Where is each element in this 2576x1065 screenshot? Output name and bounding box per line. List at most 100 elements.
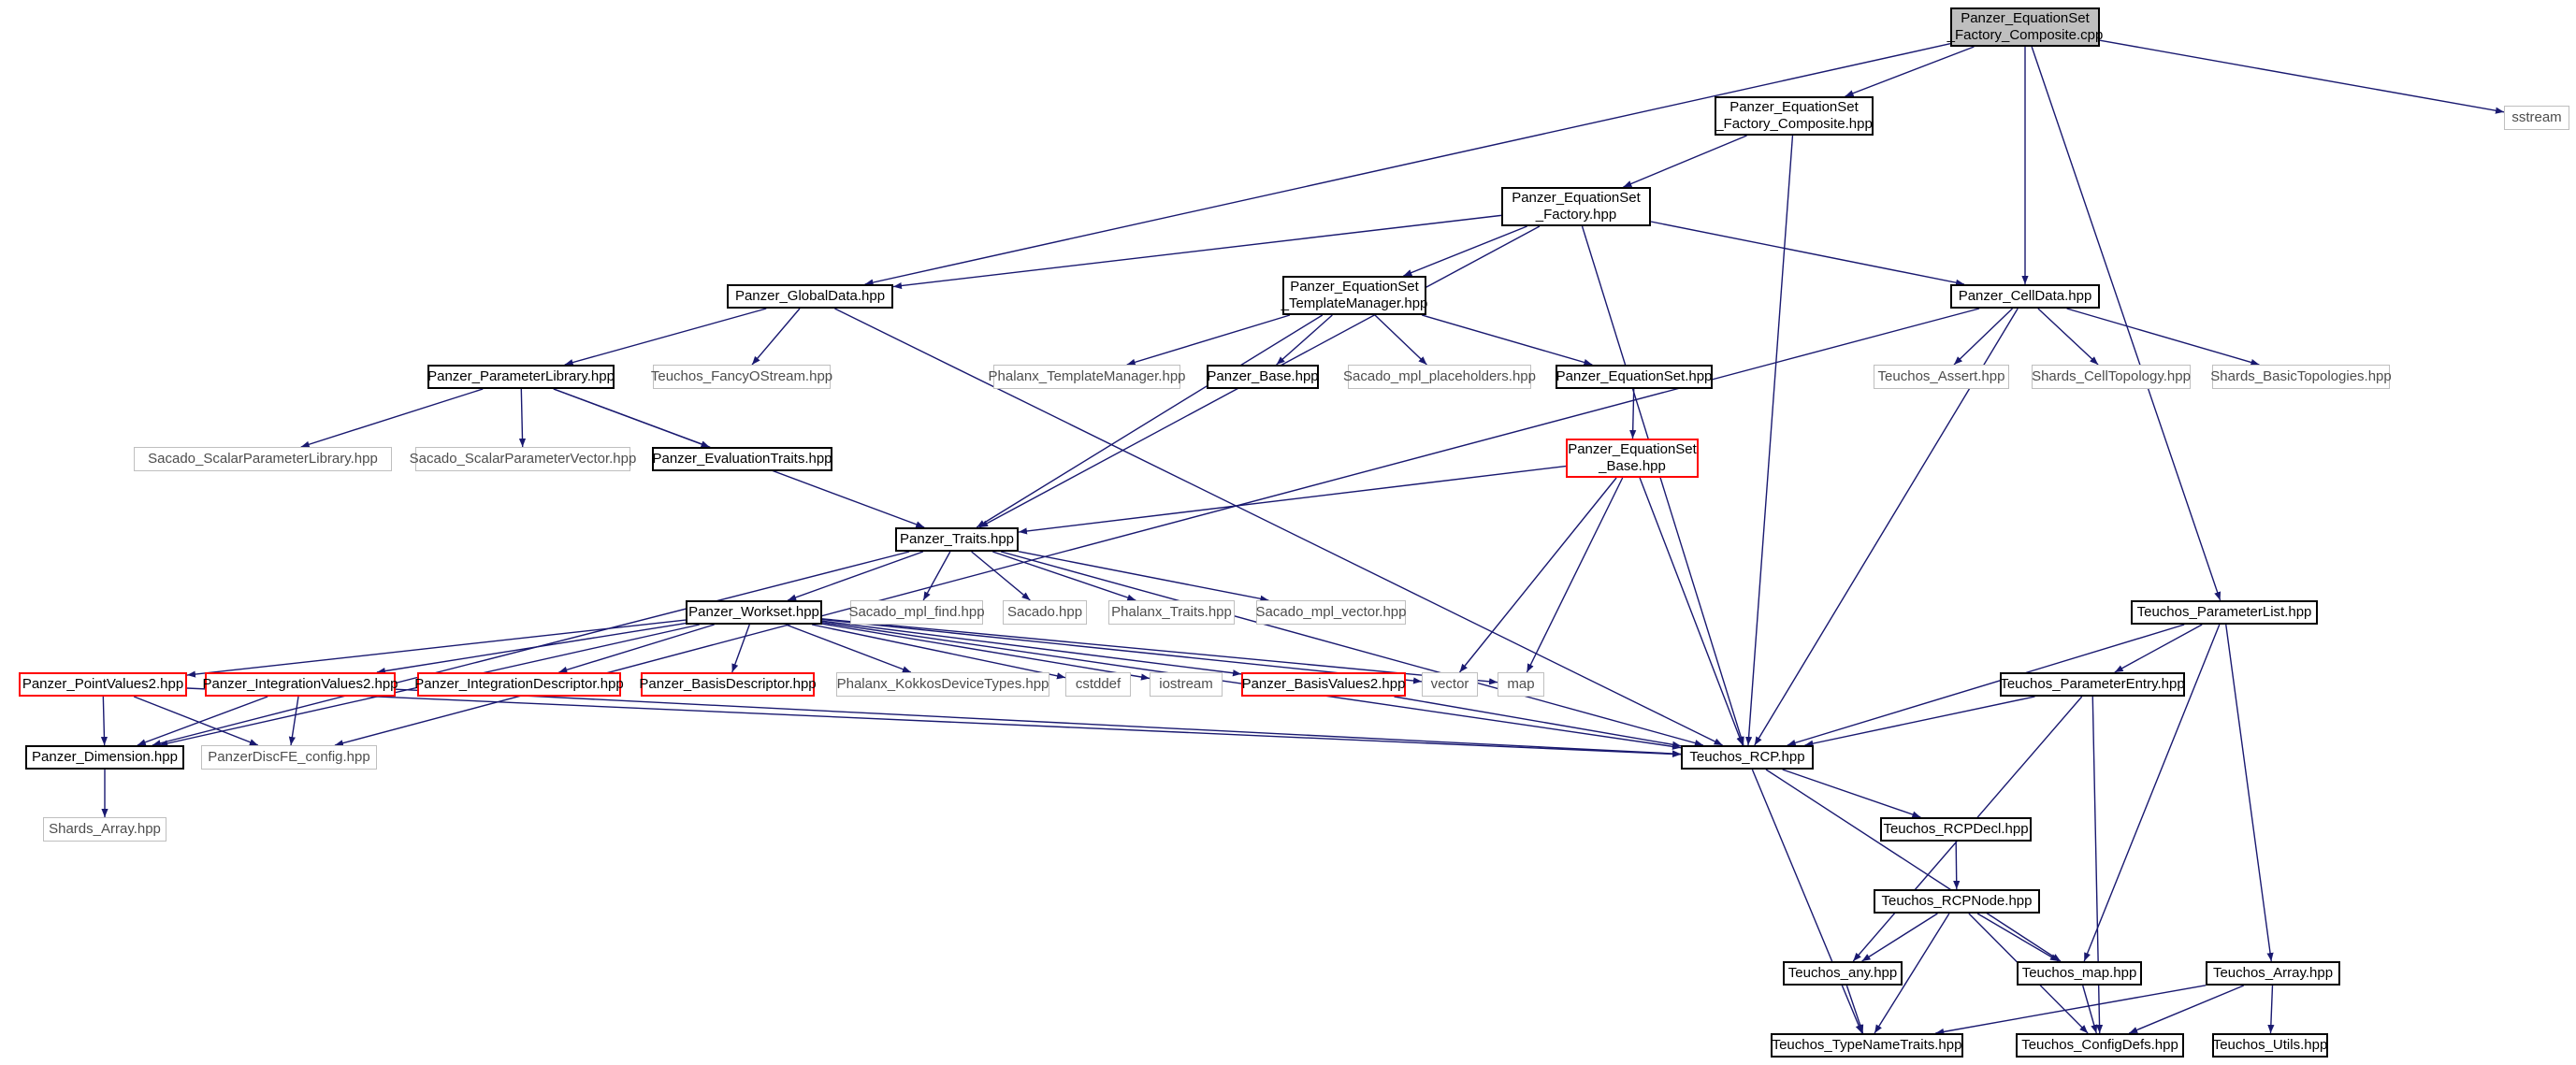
- edge-root-to-plist: [2031, 46, 2221, 601]
- edge-eqsetbase-to-vector: [1458, 477, 1617, 673]
- edge-tmplmgr-to-phx_tm: [1126, 314, 1291, 366]
- node-panzer-equationset-factory-composite-hpp[interactable]: Panzer_EquationSet _Factory_Composite.hp…: [1715, 96, 1874, 136]
- edge-eqsetbase-to-map: [1526, 477, 1624, 673]
- node-teuchos-map-hpp[interactable]: Teuchos_map.hpp: [2017, 961, 2142, 986]
- node-teuchos-fancyostream-hpp: Teuchos_FancyOStream.hpp: [651, 365, 832, 389]
- node-teuchos-rcp-hpp[interactable]: Teuchos_RCP.hpp: [1681, 745, 1814, 770]
- edge-paramlib-to-scalarvec: [518, 388, 527, 448]
- edge-traits-to-mplfind: [922, 551, 951, 601]
- node-teuchos-parameterlist-hpp[interactable]: Teuchos_ParameterList.hpp: [2131, 600, 2318, 625]
- node-vector: vector: [1422, 672, 1478, 697]
- node-iostream: iostream: [1150, 672, 1223, 697]
- edge-workset-to-basisvals: [821, 620, 1242, 677]
- node-panzer-integrationvalues2-hpp[interactable]: Panzer_IntegrationValues2.hpp: [202, 672, 398, 697]
- node-panzer-parameterlibrary-hpp[interactable]: Panzer_ParameterLibrary.hpp: [427, 365, 615, 389]
- edge-traits-to-phxtraits: [992, 551, 1136, 601]
- node-sacado-scalarparametervector-hpp: Sacado_ScalarParameterVector.hpp: [410, 447, 636, 471]
- node-shards-basictopologies-hpp: Shards_BasicTopologies.hpp: [2210, 365, 2392, 389]
- node-sacado-mpl-placeholders-hpp: Sacado_mpl_placeholders.hpp: [1343, 365, 1536, 389]
- edge-comp_hpp-to-factory: [1623, 135, 1747, 188]
- edge-workset-to-intdesc: [558, 624, 715, 673]
- node-teuchos-parameterentry-hpp[interactable]: Teuchos_ParameterEntry.hpp: [2000, 672, 2185, 697]
- node-panzer-basisvalues2-hpp[interactable]: Panzer_BasisValues2.hpp: [1241, 672, 1406, 697]
- node-panzer-basisdescriptor-hpp[interactable]: Panzer_BasisDescriptor.hpp: [639, 672, 817, 697]
- edge-tmplmgr-to-eqset: [1421, 314, 1593, 366]
- node-panzer-workset-hpp[interactable]: Panzer_Workset.hpp: [686, 600, 822, 625]
- edge-workset-to-kokkos: [785, 624, 912, 673]
- node-phalanx-kokkosdevicetypes-hpp: Phalanx_KokkosDeviceTypes.hpp: [836, 672, 1049, 697]
- edge-celldata-to-celltopo: [2037, 308, 2099, 366]
- node-teuchos-assert-hpp: Teuchos_Assert.hpp: [1874, 365, 2009, 389]
- node-sacado-mpl-find-hpp: Sacado_mpl_find.hpp: [848, 600, 985, 625]
- edge-root-to-sstream: [2099, 39, 2505, 114]
- node-teuchos-rcpnode-hpp[interactable]: Teuchos_RCPNode.hpp: [1874, 889, 2040, 914]
- node-teuchos-any-hpp[interactable]: Teuchos_any.hpp: [1783, 961, 1903, 986]
- edge-globaldata-to-rcp: [834, 308, 1723, 746]
- edge-plist-to-tmap: [2083, 624, 2221, 962]
- edge-workset-to-iostream: [821, 623, 1151, 681]
- node-panzer-dimension-hpp[interactable]: Panzer_Dimension.hpp: [25, 745, 184, 770]
- node-phalanx-traits-hpp: Phalanx_Traits.hpp: [1108, 600, 1235, 625]
- node-teuchos-typenametraits-hpp[interactable]: Teuchos_TypeNameTraits.hpp: [1771, 1033, 1963, 1058]
- edge-workset-to-cstddef: [811, 624, 1066, 680]
- node-sstream: sstream: [2504, 106, 2569, 130]
- node-panzer-equationset-hpp[interactable]: Panzer_EquationSet.hpp: [1556, 365, 1713, 389]
- node-panzer-base-hpp[interactable]: Panzer_Base.hpp: [1207, 365, 1319, 389]
- edge-traits-to-mplvec: [1018, 551, 1269, 602]
- node-map: map: [1498, 672, 1544, 697]
- node-panzer-equationset-templatemanager-hpp[interactable]: Panzer_EquationSet _TemplateManager.hpp: [1281, 276, 1427, 315]
- edge-pointvals-to-rcp: [186, 687, 1682, 758]
- edge-root-to-comp_hpp: [1845, 46, 1975, 97]
- edge-eqset-to-eqsetbase: [1629, 388, 1637, 439]
- edge-basisvals-to-rcp: [1394, 696, 1682, 748]
- edge-rcpnode-to-any: [1861, 913, 1938, 962]
- node-panzer-celldata-hpp[interactable]: Panzer_CellData.hpp: [1950, 284, 2100, 309]
- node-panzer-globaldata-hpp[interactable]: Panzer_GlobalData.hpp: [727, 284, 893, 309]
- node-panzer-equationset-factory-composite-cpp[interactable]: Panzer_EquationSet _Factory_Composite.cp…: [1947, 7, 2103, 47]
- edge-traits-to-sacado: [971, 551, 1031, 601]
- edge-eqsetbase-to-rcp: [1639, 477, 1744, 746]
- node-teuchos-array-hpp[interactable]: Teuchos_Array.hpp: [2206, 961, 2340, 986]
- node-panzer-pointvalues2-hpp[interactable]: Panzer_PointValues2.hpp: [19, 672, 187, 697]
- node-sacado-scalarparameterlibrary-hpp: Sacado_ScalarParameterLibrary.hpp: [134, 447, 392, 471]
- node-sacado-hpp: Sacado.hpp: [1003, 600, 1087, 625]
- edge-workset-to-map: [821, 618, 1498, 685]
- edge-workset-to-vector: [821, 618, 1423, 684]
- node-panzer-evaluationtraits-hpp[interactable]: Panzer_EvaluationTraits.hpp: [652, 447, 832, 471]
- edge-tmap-to-configdefs: [2082, 985, 2098, 1034]
- edge-workset-to-pointvals: [186, 619, 687, 678]
- edge-tmplmgr-to-base: [1276, 314, 1333, 366]
- edge-traits-to-workset: [787, 551, 924, 601]
- node-panzerdiscfe-config-hpp: PanzerDiscFE_config.hpp: [201, 745, 377, 770]
- node-panzer-equationset-factory-hpp[interactable]: Panzer_EquationSet _Factory.hpp: [1501, 187, 1651, 226]
- edge-factory-to-rcp: [1581, 225, 1744, 746]
- edge-any-to-typename: [1845, 985, 1864, 1034]
- node-teuchos-configdefs-hpp[interactable]: Teuchos_ConfigDefs.hpp: [2016, 1033, 2184, 1058]
- edge-tarray-to-configdefs: [2128, 985, 2245, 1034]
- edge-rcpnode-to-typename: [1874, 913, 1950, 1034]
- edge-pentry-to-rcp: [1804, 696, 2035, 747]
- node-teuchos-utils-hpp[interactable]: Teuchos_Utils.hpp: [2212, 1033, 2328, 1058]
- edge-pointvals-to-config: [133, 696, 259, 746]
- edge-factory-to-globaldata: [892, 214, 1502, 290]
- edge-rcpdecl-to-rcpnode: [1953, 841, 1961, 890]
- edge-pointvals-to-dimension: [100, 696, 109, 746]
- edge-tarray-to-utils: [2267, 985, 2275, 1034]
- node-panzer-equationset-base-hpp[interactable]: Panzer_EquationSet _Base.hpp: [1566, 439, 1699, 478]
- edge-plist-to-tarray: [2225, 624, 2274, 962]
- edge-intvals-to-config: [288, 696, 299, 746]
- node-panzer-integrationdescriptor-hpp[interactable]: Panzer_IntegrationDescriptor.hpp: [414, 672, 624, 697]
- edge-celldata-to-basictopo: [2066, 308, 2260, 366]
- edge-factory-to-celldata: [1650, 221, 1965, 286]
- node-sacado-mpl-vector-hpp: Sacado_mpl_vector.hpp: [1256, 600, 1406, 625]
- node-cstddef: cstddef: [1065, 672, 1131, 697]
- edge-rcpnode-to-tmap: [1976, 913, 2060, 962]
- edge-globaldata-to-fancy: [751, 308, 801, 366]
- edge-tmplmgr-to-mpl_ph: [1374, 314, 1427, 366]
- edge-root-to-globaldata: [864, 43, 1951, 286]
- node-teuchos-rcpdecl-hpp[interactable]: Teuchos_RCPDecl.hpp: [1880, 817, 2032, 842]
- edge-factory-to-tmplmgr: [1403, 225, 1527, 277]
- node-panzer-traits-hpp[interactable]: Panzer_Traits.hpp: [895, 527, 1019, 552]
